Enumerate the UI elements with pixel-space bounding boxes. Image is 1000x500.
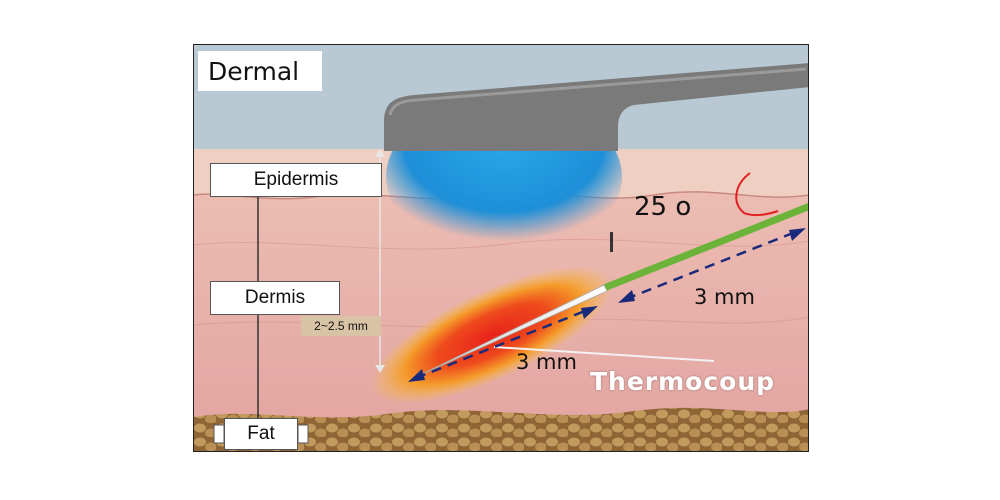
dermis-label: Dermis — [210, 281, 340, 315]
depth-label: 2~2.5 mm — [301, 316, 381, 336]
diagram-canvas — [194, 45, 808, 451]
epidermis-label: Epidermis — [210, 163, 382, 197]
fat-label: Fat — [224, 418, 298, 450]
tip-length-arrow — [408, 306, 598, 382]
insertion-length-arrow — [618, 228, 806, 303]
tip-length-label: 3 mm — [516, 350, 577, 374]
handpiece-highlight — [388, 67, 807, 116]
angle-label: 25 o — [634, 192, 692, 222]
fat-label-tab-right — [297, 424, 309, 444]
needle-tip — [415, 284, 608, 378]
thermocouple-label: Thermocoup — [590, 367, 776, 396]
dermal-diagram: Dermal Epidermis Dermis Fat 2~2.5 mm 25 … — [193, 44, 809, 452]
thermocouple-pointer — [493, 346, 715, 362]
handpiece-probe — [384, 63, 808, 151]
diagram-title: Dermal — [198, 51, 322, 91]
needle-shaft — [602, 203, 808, 292]
fat-label-tab-left — [213, 424, 225, 444]
insertion-length-label: 3 mm — [694, 285, 755, 309]
angle-arc — [735, 172, 779, 217]
edge-tick-mark — [610, 232, 613, 252]
fat-layer — [194, 407, 808, 451]
